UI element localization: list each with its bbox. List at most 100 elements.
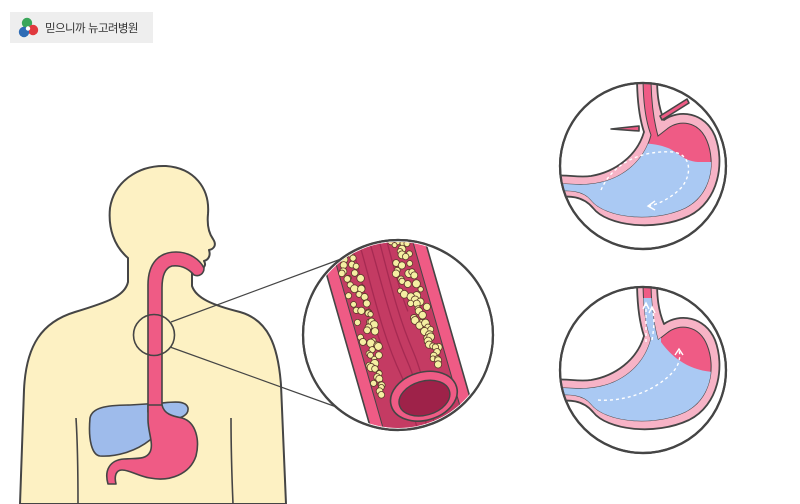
logo-petal-red [27,24,39,35]
sphincter-marker-left [610,125,640,132]
left-wall-nodule [366,351,374,359]
magnified-esophagus-view [301,190,495,432]
right-wall-nodule [391,204,398,211]
right-wall-nodule [401,230,410,239]
right-wall-nodule [391,269,401,278]
right-wall-nodule [386,217,394,225]
left-wall-nodule [338,233,346,241]
arrowhead-icon [646,200,656,211]
right-wall-nodule [394,220,401,227]
left-wall-nodule [332,242,339,247]
left-wall-nodule [330,242,339,250]
left-wall-nodule [367,311,374,318]
arrowhead-icon [674,347,684,356]
right-wall-nodule [418,310,427,320]
stomach-view-outline [558,81,728,251]
stomach-reflux-view [558,285,728,455]
left-wall-nodule [338,246,346,255]
right-wall-nodule [391,197,398,204]
right-wall-nodule [387,209,394,216]
right-wall-nodule [400,289,409,299]
left-wall-nodule [333,229,343,239]
right-wall-nodule [385,204,393,212]
right-wall-nodule [389,218,396,225]
stomach-view-outline [558,285,728,455]
right-wall-nodule [398,277,406,285]
right-wall-nodule [410,271,419,280]
right-wall-nodule [391,190,399,198]
right-wall-nodule [388,205,396,213]
right-wall-nodule [392,226,401,235]
left-wall-nodule [323,217,331,225]
left-wall-nodule [377,391,386,399]
right-wall-nodule [417,286,424,293]
left-wall-nodule [370,379,378,387]
acid-flow-arrow [597,349,681,401]
left-wall-nodule [359,338,367,346]
hospital-name: 믿으니까 뉴고려병원 [45,20,138,35]
magnifier-outline [301,238,495,432]
right-wall-nodule [391,242,398,248]
left-wall-nodule [337,242,345,247]
sphincter-marker-right [659,98,690,121]
right-wall-nodule [406,260,414,267]
zoom-connector-top [170,258,342,323]
muscle-fiber [352,242,444,428]
right-wall-nodule [403,280,412,288]
right-wall-nodule [399,223,407,231]
stomach-normal-view [558,81,728,251]
right-wall-nodule [422,302,431,311]
left-wall-nodule [345,292,353,300]
zoom-connector-bottom [169,346,343,410]
esophagus [147,251,205,413]
stomach [106,404,199,485]
arrowhead-icon [642,301,650,310]
left-wall-nodule [328,221,338,231]
left-wall-nodule [330,228,337,235]
right-wall-nodule [411,279,421,289]
right-wall-nodule [392,229,402,239]
left-wall-nodule [331,246,340,255]
left-wall-nodule [338,269,346,278]
right-arm-line [230,417,234,504]
muscle-fiber [361,242,452,428]
reflux-arrow [651,307,655,341]
left-wall-nodule [357,284,366,294]
zoom-highlight-circle [132,313,176,357]
left-wall-nodule [371,365,379,373]
left-wall-nodule [331,227,341,237]
arrowhead-icon [648,305,656,314]
esophageal-lumen [398,379,451,417]
right-wall-nodule [397,261,406,270]
left-wall-nodule [352,262,360,270]
left-wall-nodule [325,221,333,229]
right-wall-nodule [399,224,407,232]
left-arm-line [75,417,79,504]
logo-center [25,25,31,31]
left-wall-nodule [343,275,351,283]
muscle-fiber [369,242,409,312]
left-wall-nodule [355,290,363,298]
left-wall-nodule [332,223,341,232]
left-wall-nodule [362,299,371,308]
right-wall-nodule [392,259,400,267]
right-wall-nodule [402,252,410,261]
acid-flow-arrow [600,151,690,207]
right-wall-nodule [396,210,406,220]
left-wall-nodule [370,327,380,336]
right-wall-nodule [385,197,393,205]
left-wall-nodule [363,326,371,335]
logo-petal-green [21,17,33,28]
left-wall-nodule [330,217,337,224]
left-wall-nodule [357,306,366,315]
hospital-logo-icon [18,17,39,37]
right-wall-nodule [397,208,405,216]
hospital-logo: 믿으니까 뉴고려병원 [10,12,153,43]
left-wall-nodule [351,269,359,277]
right-wall-nodule [389,194,398,203]
left-wall-nodule [353,318,361,326]
right-wall-nodule [434,360,443,369]
left-wall-nodule [350,301,357,308]
left-wall-nodule [349,254,357,262]
